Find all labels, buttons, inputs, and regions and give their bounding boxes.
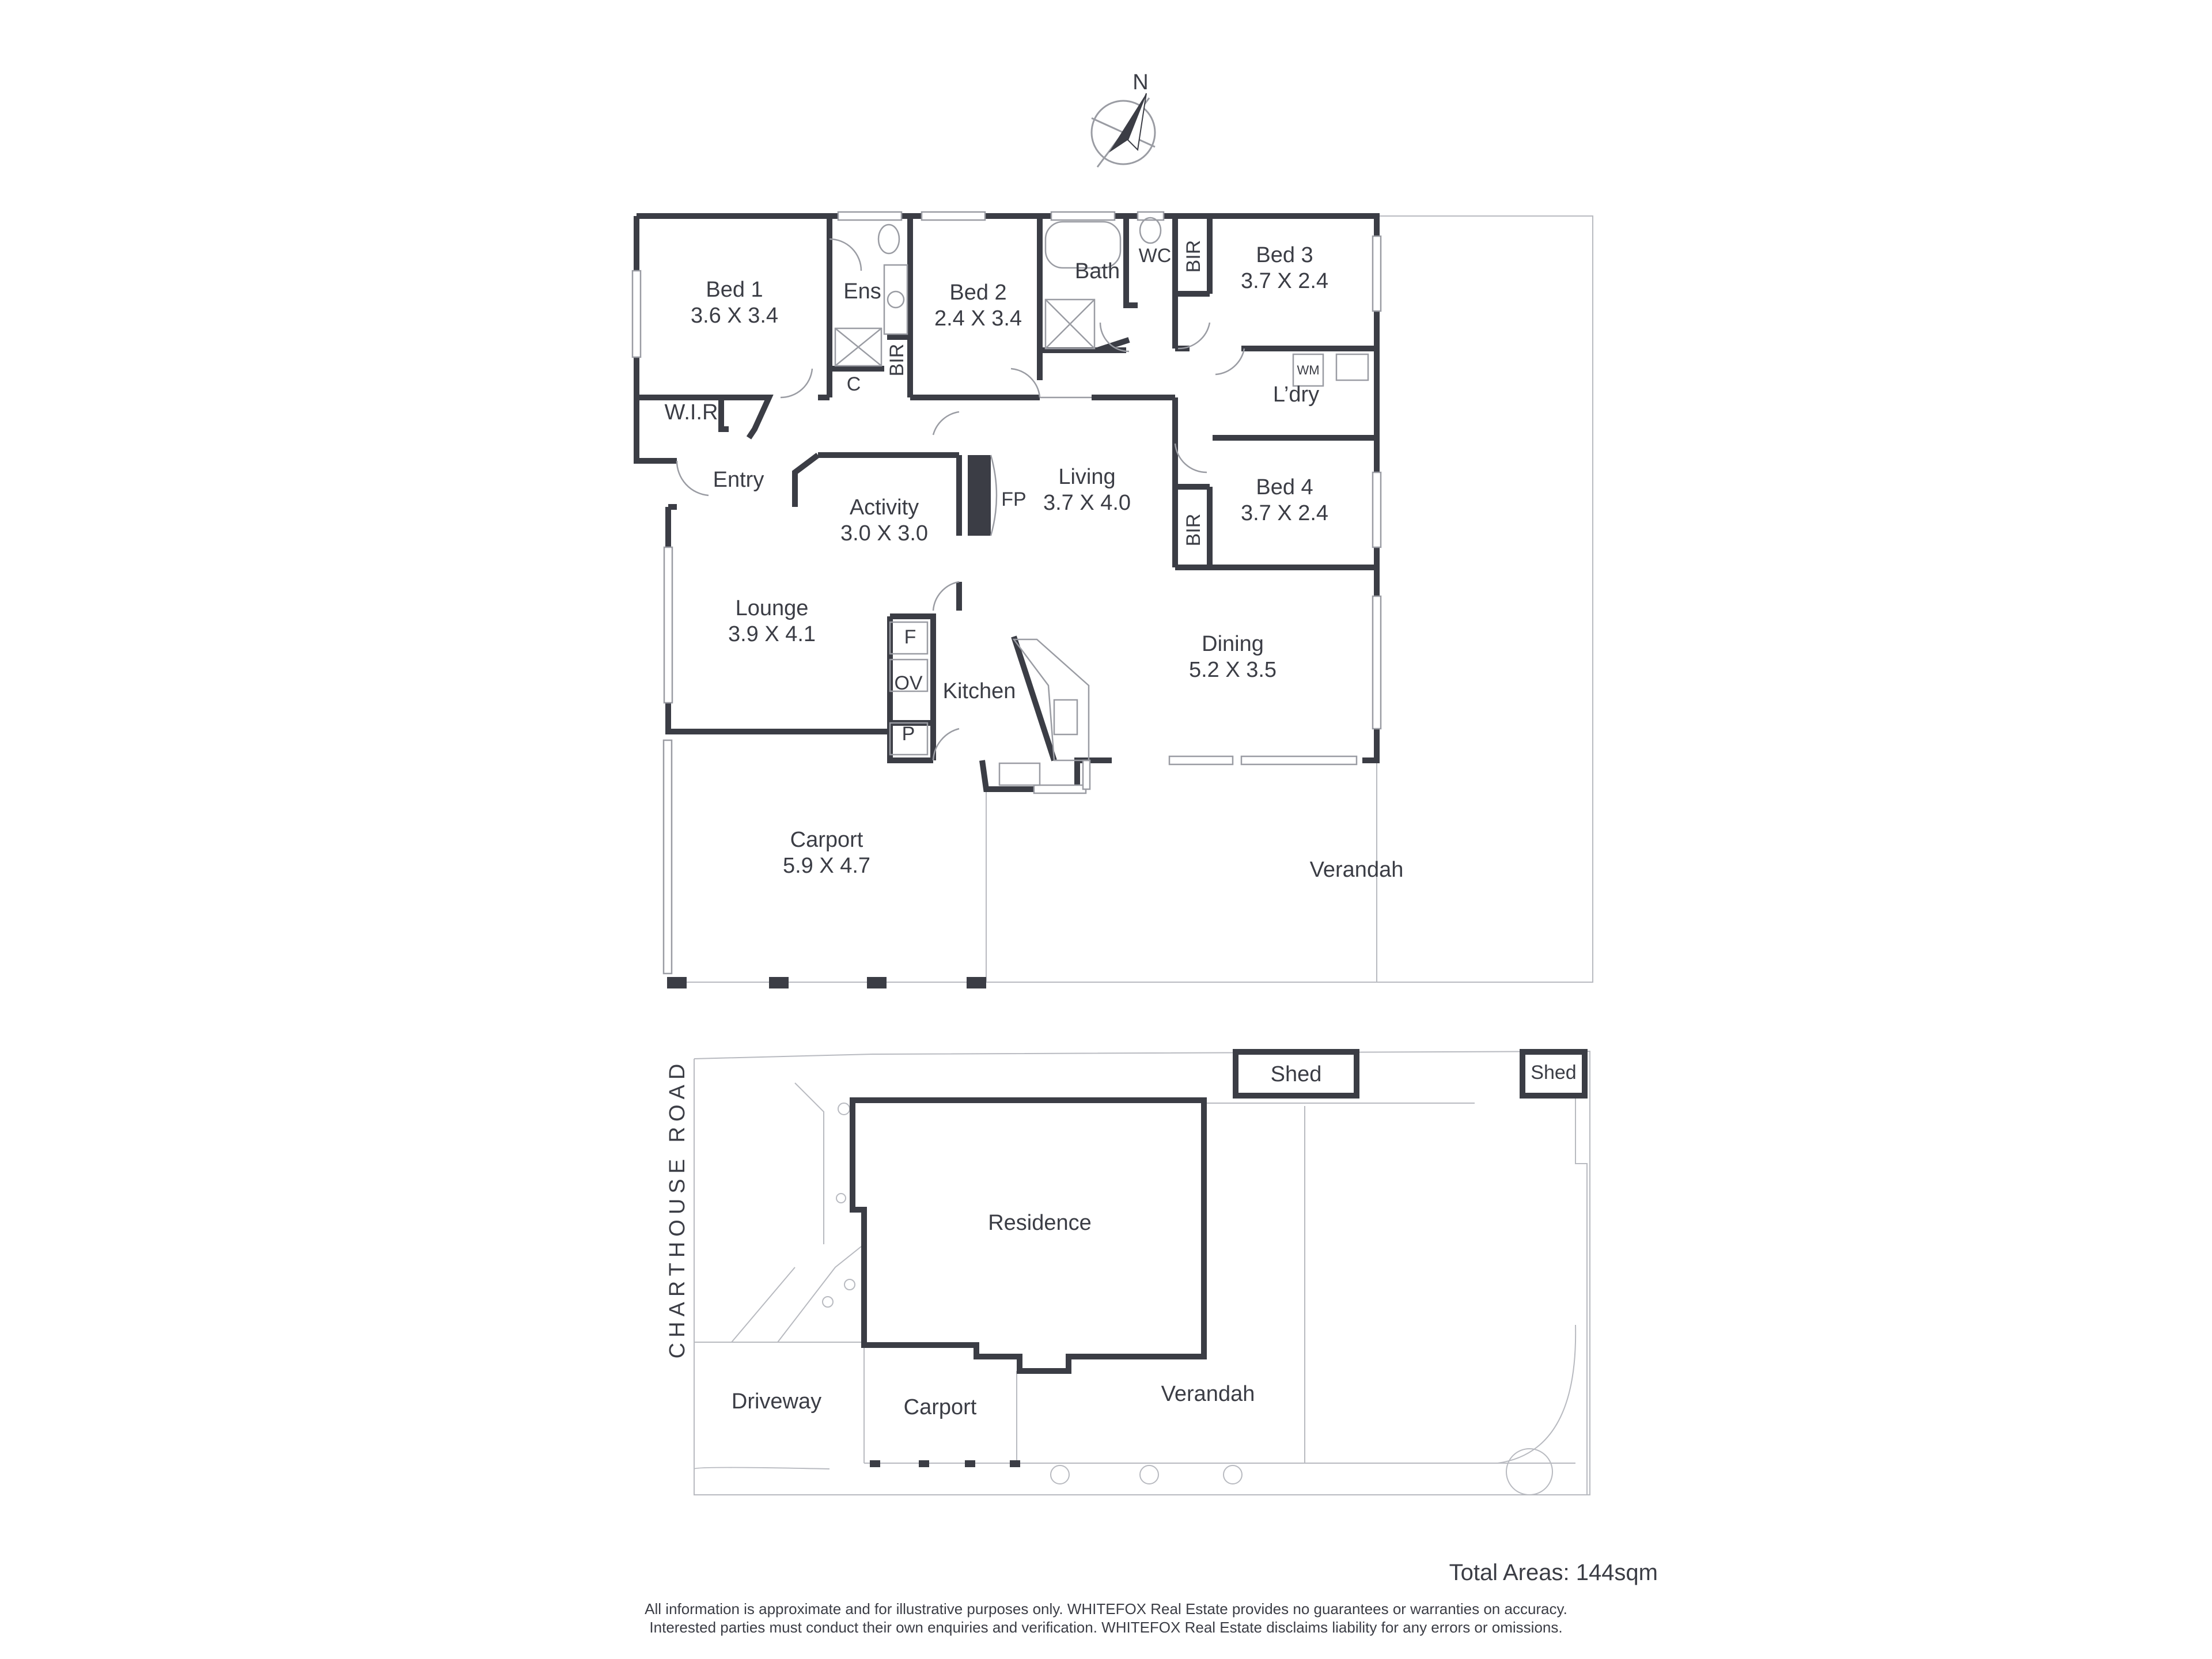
pantry-label: P	[902, 723, 915, 745]
door-swings	[676, 238, 1245, 761]
shed-outline	[1233, 1049, 1359, 1099]
room-size-lounge: 3.9 X 4.1	[728, 622, 816, 646]
windows	[631, 211, 1382, 794]
room-label-bath: Bath	[1075, 259, 1120, 283]
room-label-entry: Entry	[713, 468, 764, 492]
room-name-bed3: Bed 3	[1256, 243, 1313, 267]
room-size-bed2: 2.4 X 3.4	[934, 306, 1022, 331]
room-name-carport: Carport	[790, 828, 863, 852]
residence-footprint	[850, 1097, 1207, 1374]
site-label-shed-small: Shed	[1531, 1062, 1576, 1084]
room-name-dining: Dining	[1202, 632, 1264, 656]
room-name-living: Living	[1058, 465, 1115, 489]
room-size-bed4: 3.7 X 2.4	[1241, 501, 1328, 525]
room-size-dining: 5.2 X 3.5	[1189, 658, 1277, 682]
fireplace-label: FP	[1001, 488, 1026, 510]
washing-machine-label: WM	[1297, 363, 1319, 377]
disclaimer-line-1: All information is approximate and for i…	[645, 1600, 1567, 1618]
compass-north-label: N	[1132, 70, 1148, 94]
road-name: CHARTHOUSE ROAD	[665, 1059, 690, 1359]
oven-label: OV	[894, 672, 922, 694]
site-label-driveway: Driveway	[732, 1389, 821, 1414]
room-label-verandah: Verandah	[1310, 858, 1404, 882]
room-size-activity: 3.0 X 3.0	[840, 521, 928, 546]
room-label-wc: WC	[1139, 245, 1172, 267]
room-size-carport: 5.9 X 4.7	[783, 854, 870, 878]
fixtures	[834, 217, 1369, 786]
room-label-ens: Ens	[843, 279, 881, 304]
carport-post	[867, 977, 887, 988]
site-label-carport: Carport	[904, 1395, 977, 1419]
room-name-bed4: Bed 4	[1256, 475, 1313, 499]
site-label-residence: Residence	[988, 1211, 1092, 1235]
carport-post	[769, 977, 789, 988]
room-size-bed3: 3.7 X 2.4	[1241, 269, 1328, 293]
disclaimer-line-2: Interested parties must conduct their ow…	[649, 1619, 1563, 1636]
cupboard-label: C	[847, 373, 861, 395]
room-name-activity: Activity	[850, 495, 919, 520]
compass-icon	[1090, 93, 1156, 168]
site-label-shed: Shed	[1271, 1062, 1322, 1086]
carport-side-wall	[662, 739, 673, 975]
room-size-bed1: 3.6 X 3.4	[691, 304, 778, 328]
room-name-bed1: Bed 1	[706, 278, 763, 302]
room-label-laundry: L’dry	[1273, 382, 1319, 407]
room-size-living: 3.7 X 4.0	[1043, 491, 1131, 515]
room-label-kitchen: Kitchen	[943, 679, 1016, 703]
bir-label-bed2: BIR	[886, 344, 908, 377]
site-label-verandah: Verandah	[1161, 1382, 1255, 1406]
room-name-lounge: Lounge	[736, 596, 809, 620]
total-area: Total Areas: 144sqm	[1449, 1560, 1658, 1585]
site-plan	[694, 1050, 1590, 1495]
verandah-outline	[1376, 215, 1593, 983]
carport-post	[967, 977, 986, 988]
bir-label-bed3: BIR	[1183, 240, 1205, 273]
carport-post	[667, 977, 687, 988]
shed-outline-small	[1520, 1049, 1588, 1099]
fridge-label: F	[904, 626, 916, 648]
room-label-wir: W.I.R	[665, 400, 718, 425]
room-name-bed2: Bed 2	[949, 281, 1006, 305]
bir-label-bed4: BIR	[1183, 514, 1205, 547]
